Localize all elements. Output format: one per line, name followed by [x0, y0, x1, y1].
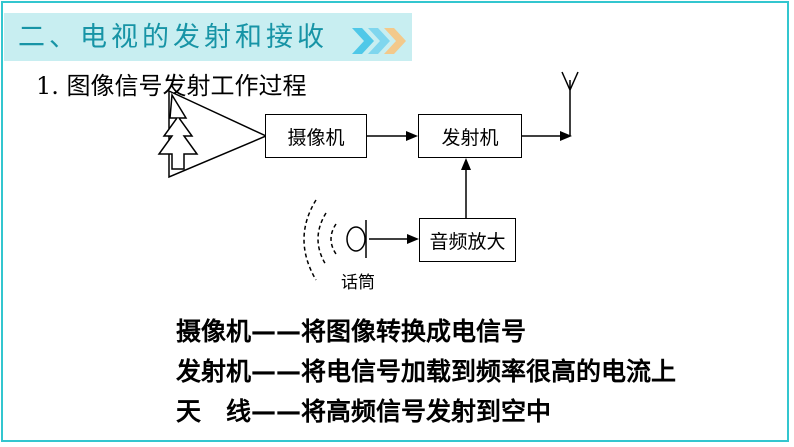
antenna-rod-right	[569, 71, 579, 91]
sound-wave-3	[303, 199, 317, 281]
arrowhead-antenna	[560, 131, 572, 141]
microphone-icon	[346, 226, 366, 252]
chevron-3	[384, 28, 406, 54]
chevron-1	[352, 28, 374, 54]
legend-desc: 将电信号加载到频率很高的电流上	[301, 357, 677, 386]
legend-desc: 将图像转换成电信号	[301, 317, 527, 346]
microphone-label: 话筒	[341, 273, 375, 293]
arrowhead-up	[461, 158, 471, 170]
sound-wave-2	[317, 212, 327, 266]
camera-label: 摄像机	[287, 126, 345, 149]
tree-icon	[157, 92, 199, 170]
legend-line-antenna: 天 线——将高频信号发射到空中	[176, 392, 551, 428]
camera-box: 摄像机	[265, 114, 367, 158]
amplifier-label: 音频放大	[429, 230, 506, 253]
legend-line-camera: 摄像机——将图像转换成电信号	[176, 312, 526, 348]
legend-term: 发射机	[176, 357, 252, 386]
legend-dash: ——	[251, 397, 302, 426]
antenna-rod-left	[561, 71, 571, 91]
legend-dash: ——	[251, 317, 302, 346]
legend-desc: 将高频信号发射到空中	[301, 397, 552, 426]
chevron-2	[368, 28, 390, 54]
legend-dash: ——	[251, 357, 302, 386]
sound-wave-1	[330, 223, 337, 255]
legend-line-transmitter: 发射机——将电信号加载到频率很高的电流上	[176, 352, 676, 388]
arrowhead-amplifier	[407, 234, 419, 244]
arrowhead-transmitter	[406, 131, 418, 141]
amplifier-box: 音频放大	[419, 218, 516, 262]
legend-term: 摄像机	[176, 317, 252, 346]
transmitter-box: 发射机	[418, 114, 522, 158]
chevron-right-icon	[352, 28, 406, 54]
transmitter-label: 发射机	[441, 126, 499, 149]
header-bar	[4, 13, 412, 61]
page-title: 二、电视的发射和接收	[18, 22, 328, 53]
slide-frame	[1, 1, 789, 442]
legend-term: 天 线	[176, 397, 252, 426]
